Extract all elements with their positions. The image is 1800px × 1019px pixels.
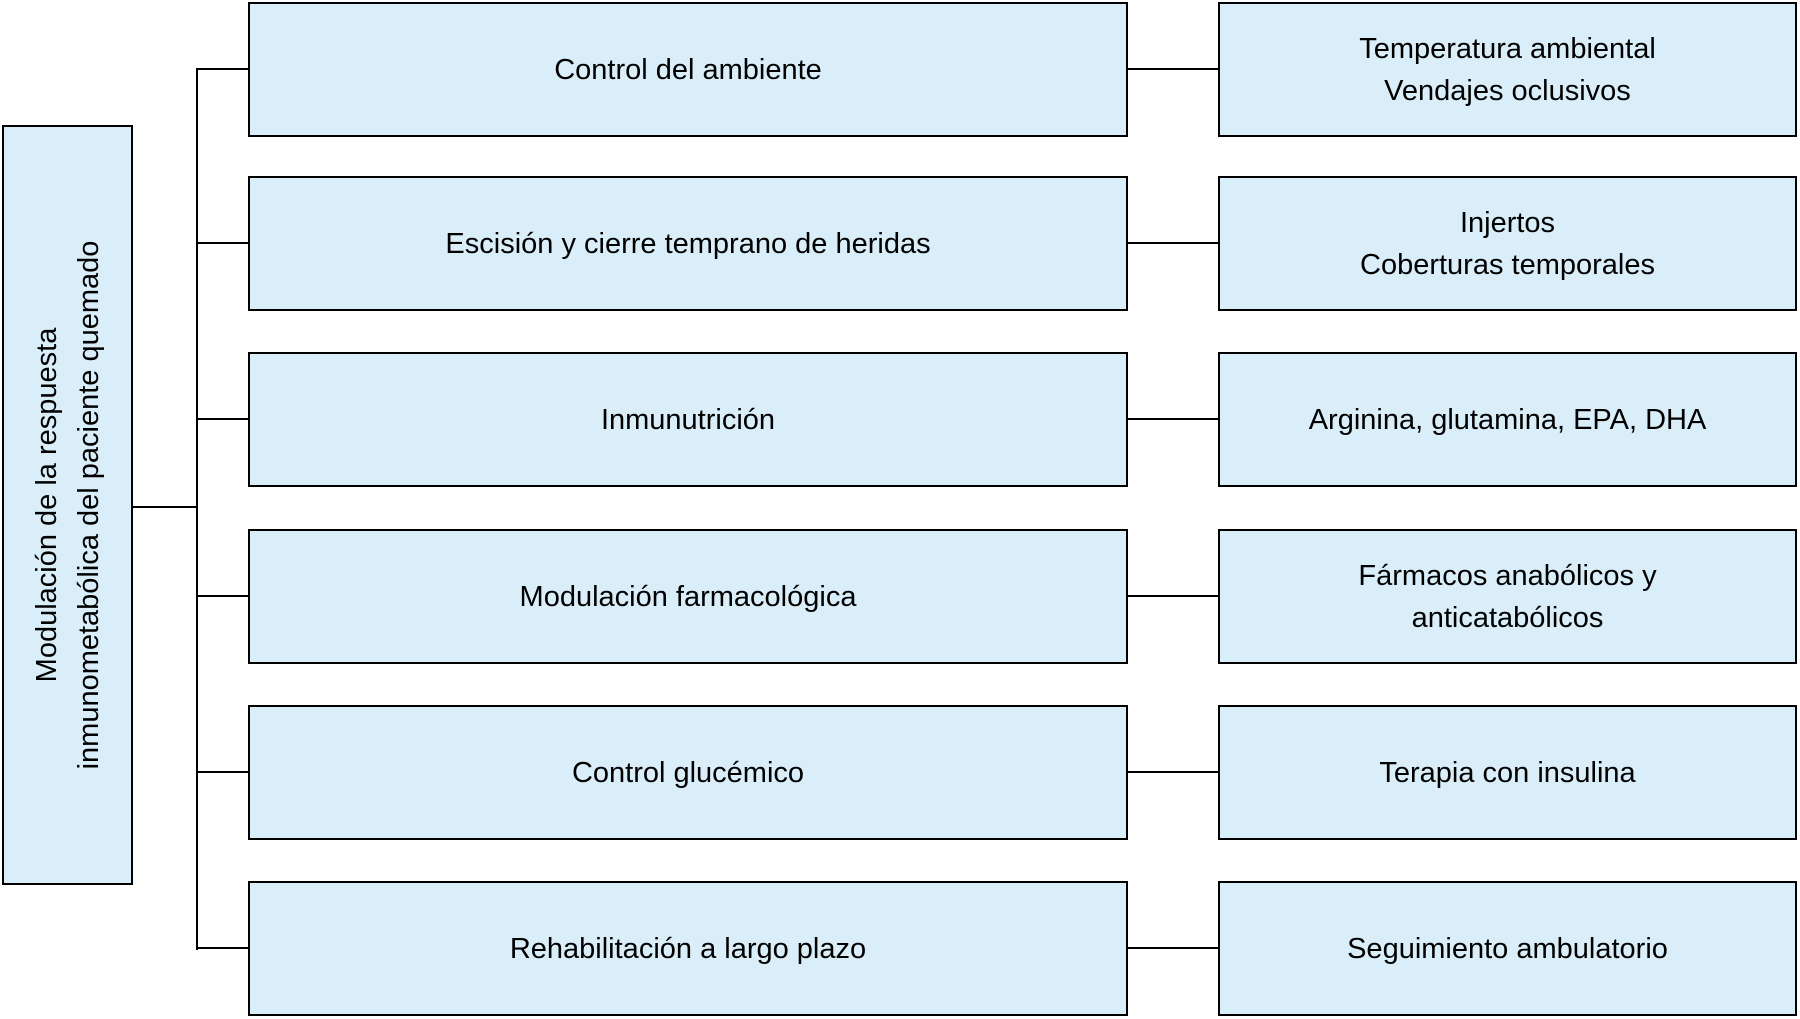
detail-label: Terapia con insulina <box>1379 756 1636 789</box>
connector-row2-to-detail <box>1128 242 1218 244</box>
strategy-label: Inmunutrición <box>600 403 776 436</box>
connector-row5-to-detail <box>1128 771 1218 773</box>
strategy-node-rehabilitacion: Rehabilitación a largo plazo <box>248 881 1128 1016</box>
connector-row3-to-detail <box>1128 418 1218 420</box>
detail-node-seguimiento-ambulatorio: Seguimiento ambulatorio <box>1218 881 1797 1016</box>
connector-root-to-row5 <box>197 771 248 773</box>
strategy-label: Control del ambiente <box>554 53 822 86</box>
strategy-node-control-glucemico: Control glucémico <box>248 705 1128 840</box>
root-node-label: Modulación de la respuesta inmunometaból… <box>30 240 105 770</box>
connector-root-to-row3 <box>197 418 248 420</box>
strategy-label: Modulación farmacológica <box>519 580 857 613</box>
connector-root-to-row6 <box>197 947 248 949</box>
detail-node-temperatura-vendajes: Temperatura ambiental Vendajes oclusivos <box>1218 2 1797 137</box>
detail-node-terapia-insulina: Terapia con insulina <box>1218 705 1797 840</box>
strategy-node-control-ambiente: Control del ambiente <box>248 2 1128 137</box>
strategy-label: Control glucémico <box>571 756 805 789</box>
detail-node-arginina-glutamina: Arginina, glutamina, EPA, DHA <box>1218 352 1797 487</box>
trunk-connector-line <box>196 68 198 950</box>
strategy-node-escision-cierre: Escisión y cierre temprano de heridas <box>248 176 1128 311</box>
root-node: Modulación de la respuesta inmunometaból… <box>2 125 133 885</box>
detail-label: Injertos Coberturas temporales <box>1360 206 1655 281</box>
strategy-label: Rehabilitación a largo plazo <box>509 932 867 965</box>
connector-root-to-row4 <box>197 595 248 597</box>
detail-label: Fármacos anabólicos y anticatabólicos <box>1358 559 1657 634</box>
connector-row4-to-detail <box>1128 595 1218 597</box>
strategy-node-inmunutricion: Inmunutrición <box>248 352 1128 487</box>
connector-root-to-row2 <box>197 242 248 244</box>
detail-node-farmacos-anabolicos: Fármacos anabólicos y anticatabólicos <box>1218 529 1797 664</box>
detail-label: Temperatura ambiental Vendajes oclusivos <box>1359 32 1656 107</box>
detail-node-injertos-coberturas: Injertos Coberturas temporales <box>1218 176 1797 311</box>
connector-row1-to-detail <box>1128 68 1218 70</box>
connector-root-to-row1 <box>197 68 248 70</box>
detail-label: Arginina, glutamina, EPA, DHA <box>1308 403 1707 436</box>
strategy-node-modulacion-farmacologica: Modulación farmacológica <box>248 529 1128 664</box>
root-connector-line <box>133 506 197 508</box>
connector-row6-to-detail <box>1128 947 1218 949</box>
strategy-label: Escisión y cierre temprano de heridas <box>445 227 931 260</box>
detail-label: Seguimiento ambulatorio <box>1347 932 1668 965</box>
